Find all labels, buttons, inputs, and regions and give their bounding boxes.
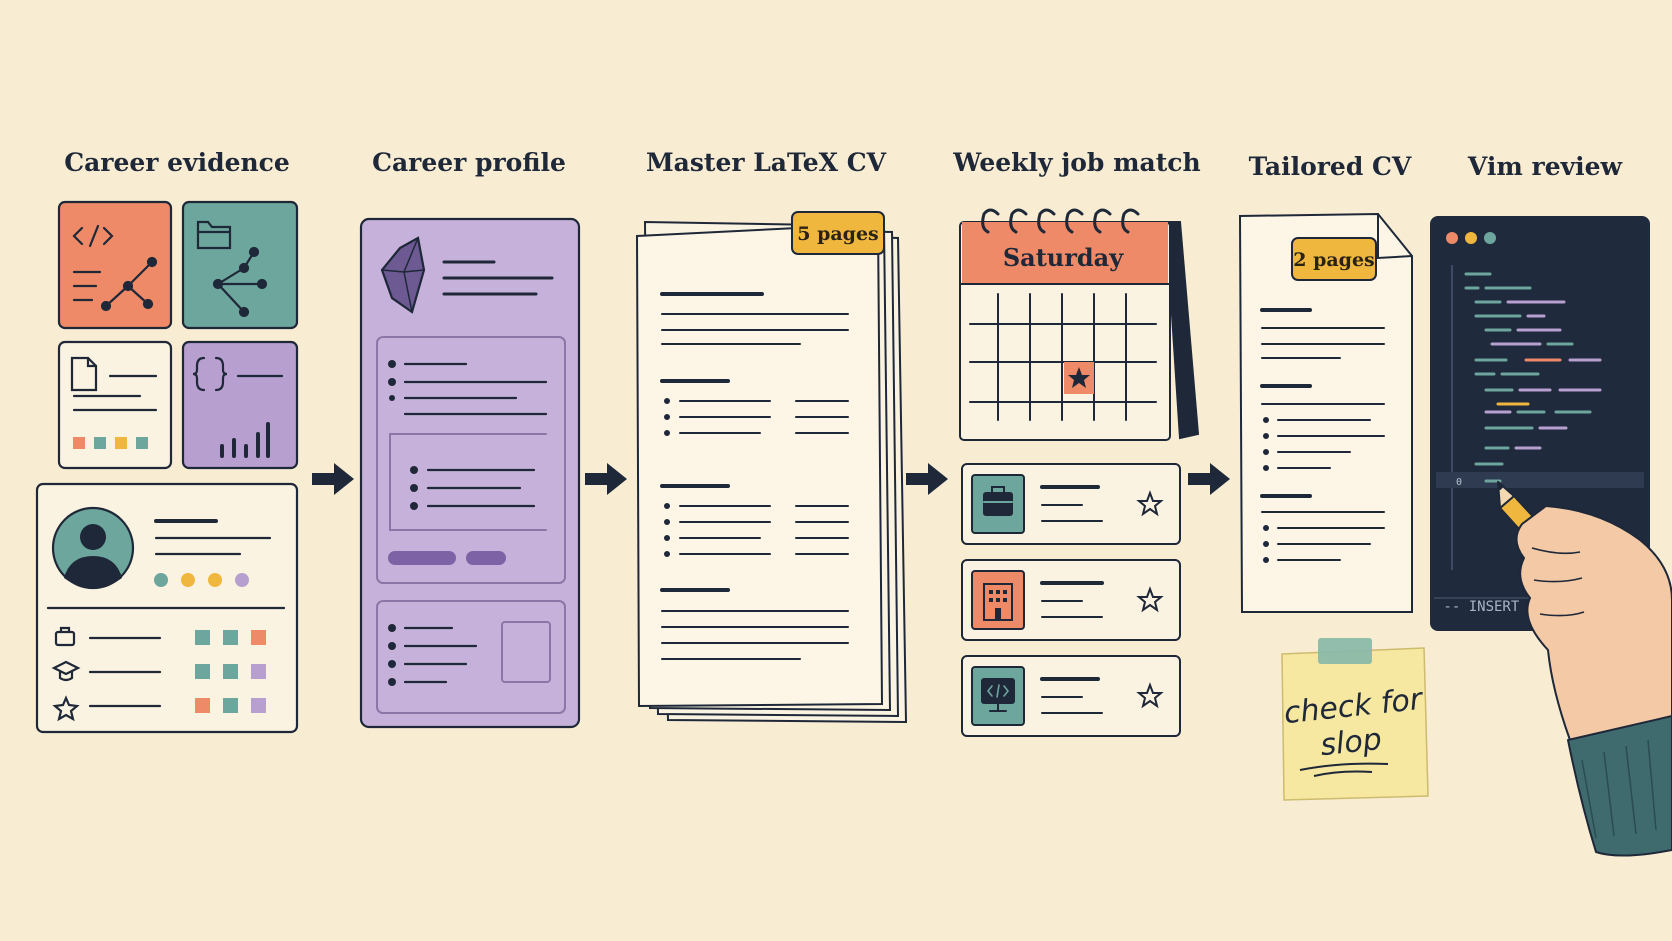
master-cv-badge-label: 5 pages xyxy=(797,223,879,245)
career-profile-group xyxy=(359,217,581,729)
calendar-day-label: Saturday xyxy=(1003,243,1124,272)
folder-icon xyxy=(196,220,232,250)
calendar-rings xyxy=(981,208,1140,234)
stage-title-weekly-job-match: Weekly job match xyxy=(952,148,1200,177)
vim-line-number: 0 xyxy=(1456,477,1462,488)
document-tile xyxy=(57,340,173,470)
hand xyxy=(1515,505,1672,741)
star-icon xyxy=(1136,586,1164,613)
building-icon xyxy=(983,583,1013,621)
code-tile xyxy=(57,200,173,330)
tailored-cv-badge-label: 2 pages xyxy=(1293,249,1375,271)
arrow-2 xyxy=(585,463,627,495)
master-cv-badge xyxy=(791,211,885,255)
flow-arrows xyxy=(312,463,1230,495)
stage-title-career-profile: Career profile xyxy=(372,148,566,177)
sticky-note-line2: slop xyxy=(1319,722,1384,763)
code-icon xyxy=(72,224,114,248)
bar-chart-icon xyxy=(220,422,270,458)
master-cv-group xyxy=(635,211,908,724)
stage-title-tailored-cv: Tailored CV xyxy=(1249,152,1412,181)
sticky-note xyxy=(1281,638,1429,801)
vim-mode-indicator: -- INSERT -- xyxy=(1443,599,1544,615)
arrow-1 xyxy=(312,463,354,495)
calendar-star-icon xyxy=(1068,367,1090,388)
calendar-back xyxy=(1164,221,1200,440)
vim-code-lines xyxy=(1464,272,1602,466)
obsidian-gem-icon xyxy=(380,236,426,314)
star-icon xyxy=(1136,490,1164,517)
tape xyxy=(1318,638,1372,664)
tailored-cv-group xyxy=(1238,212,1413,613)
career-evidence-group xyxy=(35,200,299,734)
arrow-4 xyxy=(1188,463,1230,495)
monitor-code-icon xyxy=(981,678,1015,712)
document-icon xyxy=(70,356,98,392)
tailored-cv-badge xyxy=(1291,237,1377,281)
stage-title-vim-review: Vim review xyxy=(1467,152,1624,181)
star-icon xyxy=(1136,682,1164,709)
stage-title-career-evidence: Career evidence xyxy=(64,148,290,177)
star-icon xyxy=(52,695,80,722)
stage-title-master-cv: Master LaTeX CV xyxy=(646,148,887,177)
sleeve xyxy=(1567,715,1672,857)
braces-icon xyxy=(192,356,228,392)
briefcase-icon xyxy=(54,626,76,647)
briefcase-icon xyxy=(983,486,1013,516)
arrow-3 xyxy=(906,463,948,495)
avatar-icon xyxy=(51,506,135,590)
hand-with-pencil xyxy=(1497,481,1672,857)
graduation-cap-icon xyxy=(51,660,81,682)
braces-tile xyxy=(181,340,299,470)
graph-icon xyxy=(100,256,158,312)
weekly-job-match-group xyxy=(959,208,1200,737)
